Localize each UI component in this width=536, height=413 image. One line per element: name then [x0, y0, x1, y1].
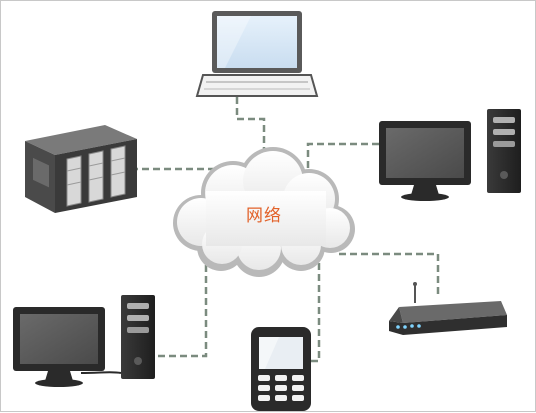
- network-links: [131, 97, 440, 363]
- link-router: [339, 252, 440, 297]
- cloud-icon: [173, 147, 355, 277]
- laptop-icon: [195, 11, 319, 97]
- server-rack-icon: [25, 125, 137, 213]
- mobile-phone-icon: [251, 327, 311, 411]
- router-icon: [389, 282, 507, 335]
- link-phone: [311, 261, 321, 363]
- link-laptop: [235, 97, 266, 166]
- network-label: 网络: [246, 206, 282, 226]
- desktop-computer-icon: [13, 295, 155, 387]
- link-desktop-left: [158, 259, 208, 358]
- link-desktop-right: [306, 142, 379, 179]
- desktop-computer-icon: [379, 109, 521, 201]
